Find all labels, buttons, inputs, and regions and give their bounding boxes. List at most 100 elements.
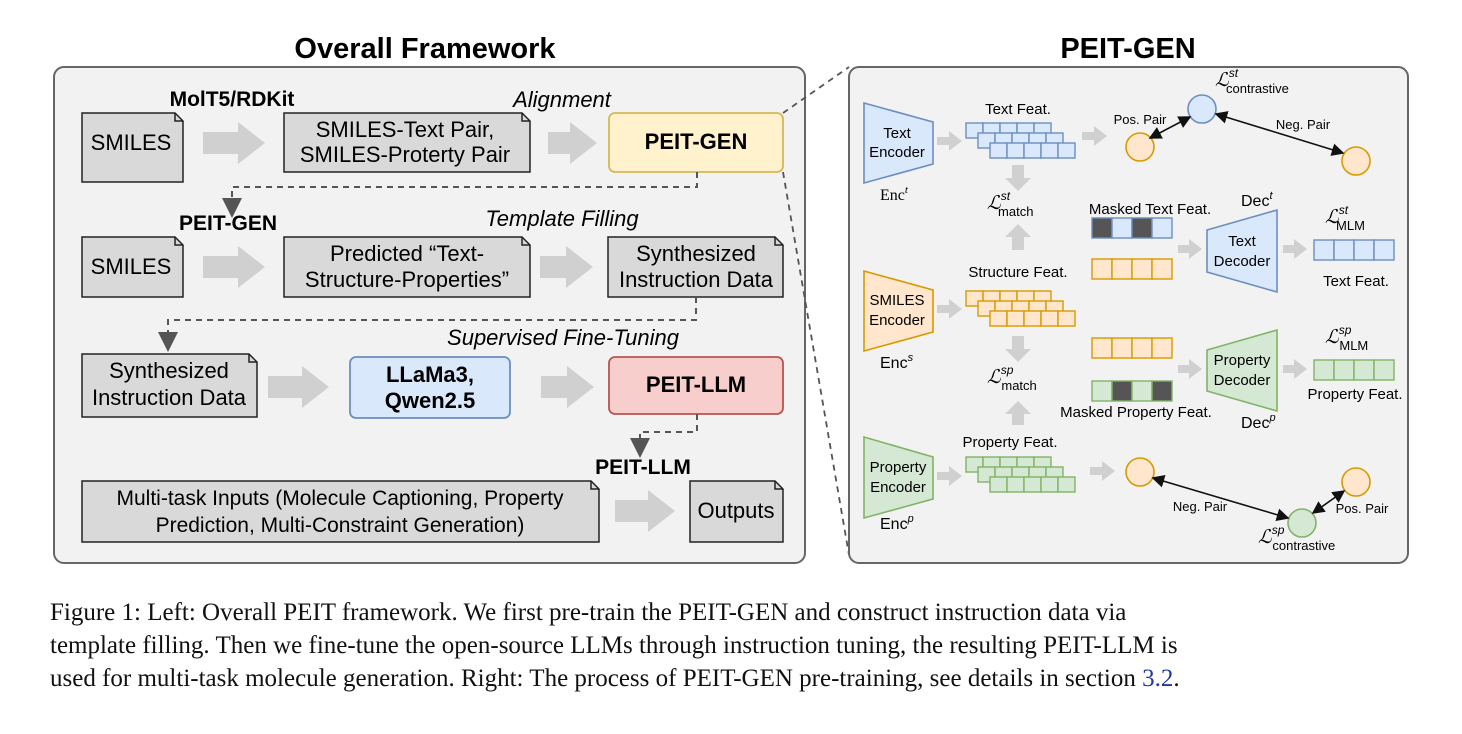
- row2-dashed-connector: [158, 297, 697, 352]
- masked-text-feat-label: Masked Text Feat.: [1089, 201, 1211, 218]
- text-decoder: Text Decoder: [1206, 208, 1278, 294]
- caption-line-1: Figure 1: Left: Overall PEIT framework. …: [50, 599, 1127, 626]
- feature-cell: [1057, 310, 1076, 327]
- arrow-property-decoder-out: [1283, 359, 1307, 379]
- smiles-encoder-line2: Encoder: [869, 312, 925, 329]
- enc-p-label: Encp: [880, 513, 914, 533]
- caption-line-3-end: .: [1173, 665, 1180, 692]
- row3-peit-llm-box: PEIT-LLM: [608, 356, 784, 415]
- text-encoder-line2: Encoder: [869, 144, 925, 161]
- arrow-prop-to-match-sp: [1005, 401, 1031, 425]
- feature-cell: [1353, 359, 1375, 381]
- text-encoder-line1: Text: [883, 125, 911, 142]
- neg-pair-link-bottom: [1151, 475, 1290, 521]
- feature-cell: [1131, 217, 1153, 239]
- neg-pair-node-bottom: [1125, 457, 1155, 487]
- row2-output-line1: Synthesized: [636, 241, 756, 266]
- row3-step-label: Supervised Fine-Tuning: [447, 325, 680, 350]
- feature-cell: [1091, 258, 1113, 280]
- row1-middle-line1: SMILES-Text Pair,: [316, 117, 495, 142]
- text-feat-label: Text Feat.: [985, 101, 1051, 118]
- left-panel: [53, 66, 806, 564]
- enc-s-label: Encs: [880, 352, 914, 372]
- row2-arrow-1: [203, 246, 265, 288]
- row2-step-label: Template Filling: [485, 206, 639, 231]
- row1-output-text: PEIT-GEN: [645, 129, 748, 154]
- dec-t-label: Dect: [1241, 190, 1273, 210]
- row2-input-text: SMILES: [91, 254, 172, 279]
- property-decoder: Property Decoder: [1206, 328, 1278, 413]
- neg-pair-node-top: [1341, 146, 1371, 176]
- section-reference-link[interactable]: 3.2: [1142, 665, 1174, 692]
- feature-cell: [989, 310, 1008, 327]
- row1-top-label: MolT5/RDKit: [170, 88, 295, 111]
- neg-pair-label-bottom: Neg. Pair: [1173, 499, 1228, 514]
- row3-input-line1: Synthesized: [109, 358, 229, 383]
- feature-cell: [1040, 310, 1059, 327]
- zoom-line-bottom: [782, 171, 850, 556]
- arrow-struct-to-match-sp: [1005, 336, 1031, 362]
- masked-property-feat-label: Masked Property Feat.: [1060, 404, 1212, 421]
- row1-step-label: Alignment: [511, 87, 612, 112]
- feature-cell: [1057, 476, 1076, 493]
- enc-t-label: Enct: [880, 184, 909, 204]
- feature-cell: [1333, 239, 1355, 261]
- figure-caption: Figure 1: Left: Overall PEIT framework. …: [50, 596, 1420, 695]
- row2-input-doc: SMILES: [81, 236, 184, 298]
- caption-line-3: used for multi-task molecule generation.…: [50, 662, 1420, 695]
- row3-middle-line1: LLaMa3,: [386, 362, 474, 387]
- feature-cell: [1151, 380, 1173, 402]
- text-decoder-line1: Text: [1228, 233, 1256, 250]
- text-feat-out-row: [1313, 239, 1395, 261]
- feature-cell: [1111, 217, 1133, 239]
- row4-input-line1: Multi-task Inputs (Molecule Captioning, …: [116, 487, 564, 510]
- row3-input-line2: Instruction Data: [92, 385, 247, 410]
- property-encoder-line2: Encoder: [870, 479, 926, 496]
- feature-cell: [989, 142, 1008, 159]
- property-feat-stack: [965, 456, 1076, 493]
- row1-peit-gen-box: PEIT-GEN: [608, 112, 784, 173]
- row3-base-llm-box: LLaMa3, Qwen2.5: [349, 356, 511, 419]
- feature-cell: [1151, 217, 1173, 239]
- feature-cell: [1151, 258, 1173, 280]
- left-panel-title: Overall Framework: [294, 33, 556, 65]
- property-encoder-line1: Property: [870, 459, 927, 476]
- pos-pair-link-top: [1148, 116, 1192, 139]
- arrow-text-decoder-out: [1283, 239, 1307, 259]
- caption-line-3-text: used for multi-task molecule generation.…: [50, 665, 1143, 692]
- feature-cell: [1131, 380, 1153, 402]
- feature-cell: [1313, 359, 1335, 381]
- property-decoder-line2: Decoder: [1214, 372, 1271, 389]
- row2-middle-line1: Predicted “Text-: [330, 241, 484, 266]
- property-feat-out-label: Property Feat.: [1307, 386, 1402, 403]
- feature-cell: [1057, 142, 1076, 159]
- row2-middle-line2: Structure-Properties”: [305, 267, 509, 292]
- masked-property-feat-row: [1091, 380, 1173, 402]
- zoom-line-top: [782, 66, 850, 114]
- smiles-encoder-line1: SMILES: [869, 292, 924, 309]
- feature-cell: [1333, 359, 1355, 381]
- feature-cell: [1131, 258, 1153, 280]
- property-feat-label: Property Feat.: [962, 434, 1057, 451]
- arrow-text-feat-to-pos: [1082, 126, 1107, 146]
- row3-arrow-1: [268, 366, 329, 408]
- property-encoder: Property Encoder: [863, 435, 934, 520]
- feature-cell: [1040, 476, 1059, 493]
- feature-cell: [1040, 142, 1059, 159]
- right-panel: [848, 66, 1409, 564]
- arrow-prop-feat-to-neg: [1090, 461, 1115, 481]
- row1-input-text: SMILES: [91, 130, 172, 155]
- feature-cell: [1353, 239, 1375, 261]
- caption-line-2: template filling. Then we fine-tune the …: [50, 632, 1178, 659]
- structure-feat-label: Structure Feat.: [968, 264, 1067, 281]
- property-anchor-node: [1287, 508, 1317, 538]
- row1-dashed-connector: [222, 172, 698, 218]
- arrow-to-text-decoder: [1178, 239, 1202, 259]
- text-decoder-line2: Decoder: [1214, 253, 1271, 270]
- row1-arrow-2: [548, 122, 597, 164]
- feature-cell: [1111, 380, 1133, 402]
- pos-pair-label-bottom: Pos. Pair: [1336, 501, 1389, 516]
